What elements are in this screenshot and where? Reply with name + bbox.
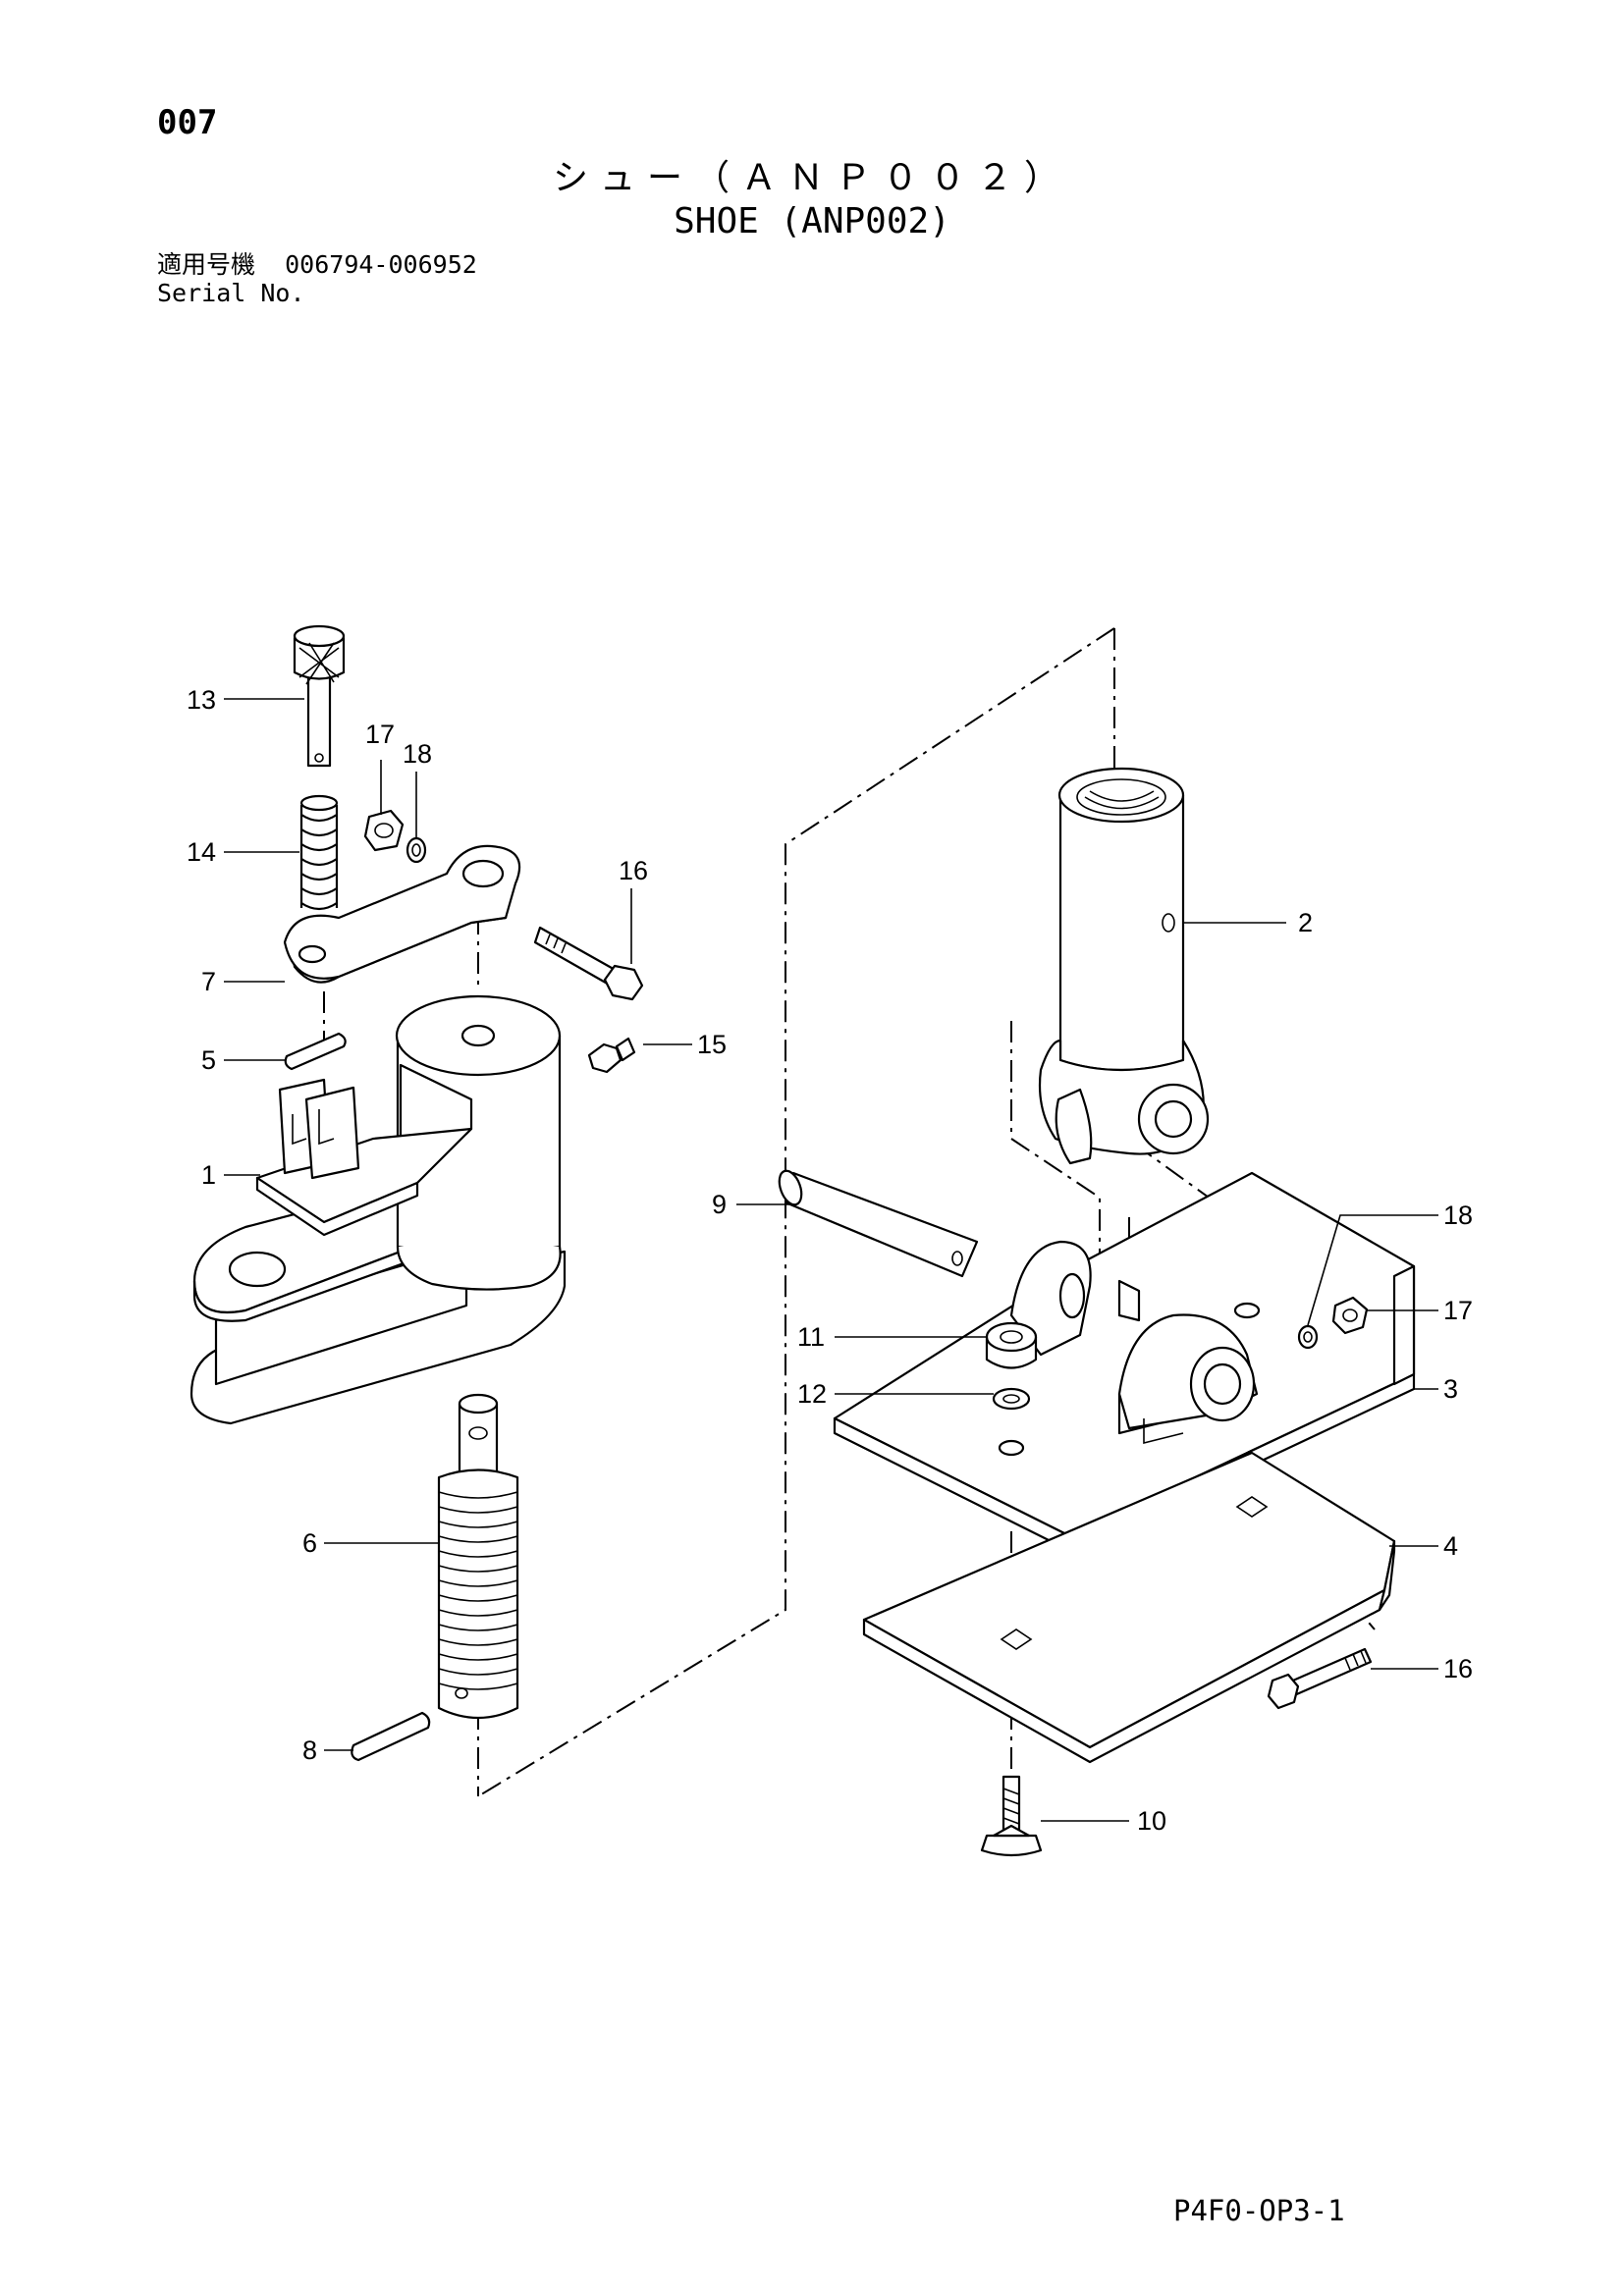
title-japanese: シュー（ＡＮＰ００２）: [552, 158, 1071, 198]
part-14-spring: [299, 794, 339, 911]
part-1-main-body: [189, 994, 567, 1425]
callout-1: 1: [201, 1160, 216, 1190]
callout-6: 6: [302, 1528, 317, 1558]
part-13-knurled-pin: [293, 624, 346, 768]
callout-12: 12: [797, 1379, 827, 1409]
part-18-washer-left: [406, 836, 427, 864]
callout-16-lower: 16: [1443, 1654, 1473, 1683]
part-8-pin: [351, 1711, 431, 1762]
part-10-bolt: [980, 1775, 1043, 1857]
part-17-nut-left: [363, 809, 405, 852]
callout-9: 9: [712, 1190, 727, 1219]
callout-10: 10: [1137, 1806, 1166, 1836]
callout-5: 5: [201, 1045, 216, 1075]
part-11-collar: [985, 1321, 1038, 1369]
title-english: SHOE (ANP002): [674, 201, 950, 241]
leader-lines: [224, 698, 1438, 1822]
callout-3: 3: [1443, 1374, 1458, 1404]
callout-17-left: 17: [365, 720, 395, 749]
callout-17-right: 17: [1443, 1296, 1473, 1325]
part-5-pin: [284, 1032, 347, 1071]
callout-14: 14: [187, 837, 216, 867]
part-16-bolt-lower: [1267, 1647, 1373, 1710]
callout-18-left: 18: [403, 739, 432, 769]
part-7-lever-arm: [283, 844, 521, 984]
part-17-nut-right: [1331, 1296, 1369, 1335]
serial-label-en: Serial No.: [157, 279, 305, 307]
part-16-bolt-upper: [533, 926, 644, 1001]
serial-label-jp: 適用号機: [157, 250, 256, 279]
part-2-tube: [1038, 767, 1210, 1165]
part-12-washer: [992, 1387, 1031, 1411]
callout-13: 13: [187, 685, 216, 715]
callout-16-upper: 16: [619, 856, 648, 885]
part-18-washer-right: [1297, 1324, 1319, 1350]
serial-block: 適用号機 006794-006952 Serial No.: [157, 250, 477, 307]
callout-11: 11: [797, 1322, 825, 1352]
part-15-grease-nipple: [587, 1037, 636, 1074]
callout-8: 8: [302, 1735, 317, 1765]
part-4-shoe-plate: [862, 1451, 1396, 1764]
drawing-reference: P4F0-OP3-1: [1173, 2194, 1345, 2227]
callout-7: 7: [201, 967, 216, 996]
part-9-pin: [778, 1169, 979, 1278]
serial-range: 006794-006952: [285, 250, 477, 279]
callout-15: 15: [697, 1030, 727, 1059]
callout-labels: 13 17 18 14 16 7 5 15 1 6 8 2 9 18 17 11…: [187, 685, 1473, 1836]
part-6-threaded-shaft: [437, 1393, 519, 1720]
callout-18-right: 18: [1443, 1201, 1473, 1230]
page-number: 007: [157, 103, 218, 142]
callout-2: 2: [1298, 908, 1313, 937]
callout-4: 4: [1443, 1531, 1458, 1561]
